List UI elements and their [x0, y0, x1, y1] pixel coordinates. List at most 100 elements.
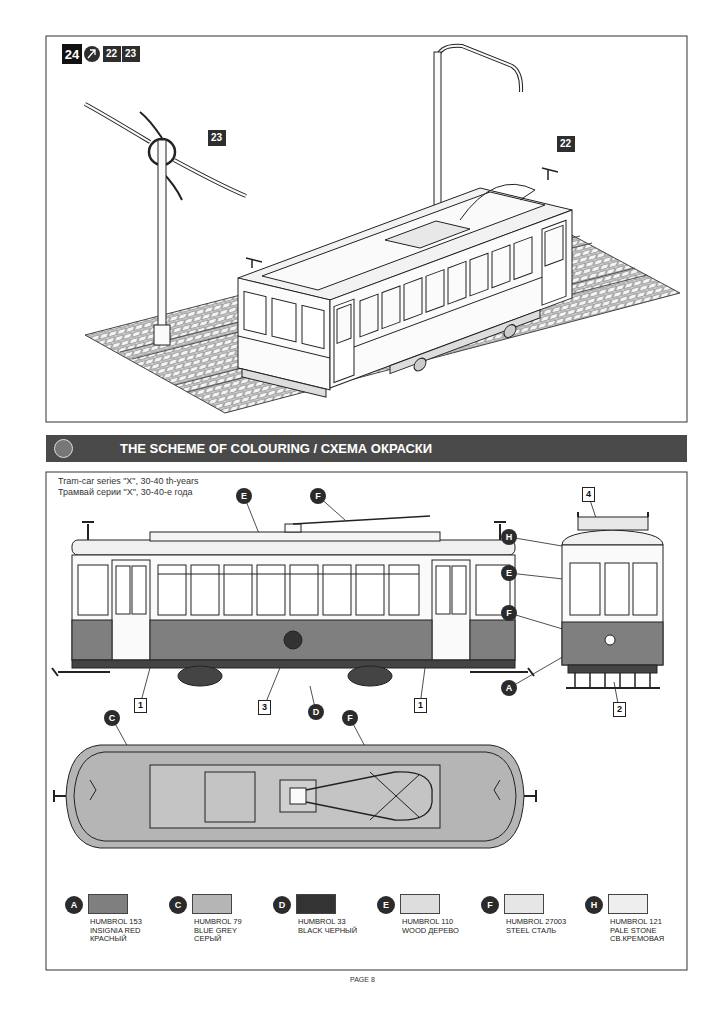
tram-top-view	[90, 780, 500, 800]
colour-callout: A	[501, 680, 517, 696]
note-label: Tram-car series "X", 30-40 th-years	[58, 477, 199, 487]
callout-text: A	[506, 684, 513, 693]
tram-3d	[244, 291, 266, 334]
callout-text: D	[279, 901, 286, 910]
colour-swatch	[504, 894, 544, 914]
tram-side-view	[284, 631, 302, 649]
tram-side-view	[191, 565, 219, 615]
tram-side-view	[389, 565, 419, 615]
callout-text: E	[383, 901, 389, 910]
tram-side-view	[158, 565, 419, 615]
decal-number: 1	[414, 698, 427, 713]
tram-3d	[448, 261, 466, 304]
legend-text: HUMBROL 110 WOOD ДЕРЕВО	[402, 918, 466, 935]
callout-text: 3	[262, 703, 267, 712]
colour-callout: D	[308, 704, 324, 720]
tram-3d	[334, 299, 354, 382]
tram-side-view	[348, 666, 392, 686]
callout-text: 1	[418, 701, 423, 710]
callout-text: D	[313, 708, 320, 717]
tram-side-view	[452, 566, 466, 614]
decal-number: 2	[613, 702, 626, 717]
tram-front-view	[562, 545, 663, 665]
tram-side-view	[52, 668, 534, 676]
tram-top-view	[74, 752, 516, 841]
tram-top-view	[66, 745, 524, 848]
tram-3d	[330, 210, 572, 388]
colour-callout: C	[169, 896, 187, 914]
tram-3d	[330, 210, 572, 404]
callout-text: 1	[138, 701, 143, 710]
colour-callout: C	[104, 710, 120, 726]
callout-text: 22	[106, 49, 117, 59]
colour-callout: F	[501, 605, 517, 621]
tram-3d	[242, 369, 326, 397]
tram-side-view	[436, 566, 450, 614]
tram-3d	[514, 237, 532, 280]
colour-callout: F	[310, 488, 326, 504]
callout-text: 2	[617, 705, 622, 714]
tram-front-view	[578, 517, 648, 530]
tram-top-view	[54, 790, 536, 802]
tram-3d	[404, 278, 422, 321]
tram-side-view	[150, 620, 432, 660]
callout-text: 22	[560, 139, 571, 149]
tram-front-view	[605, 635, 615, 645]
tram-3d	[337, 304, 351, 343]
legend-text: HUMBROL 153 INSIGNIA RED КРАСНЫЙ	[90, 918, 154, 944]
tram-side-view	[158, 565, 186, 615]
tram-top-view	[54, 745, 536, 848]
tram-side-view	[78, 565, 108, 615]
header-icon	[88, 50, 95, 58]
legend-text: HUMBROL 79 BLUE GREY СЕРЫЙ	[194, 918, 258, 944]
tram-side-view	[132, 566, 146, 614]
callout-text: F	[315, 492, 321, 501]
tram-front-view	[578, 512, 648, 517]
tram-front-view	[633, 563, 657, 615]
right-pole	[437, 46, 521, 92]
note-label: Трамвай серии "Х", 30-40-е года	[58, 488, 193, 498]
frames	[46, 36, 687, 970]
tram-side-view	[72, 540, 515, 555]
callout-text: C	[109, 714, 116, 723]
tram-side-view	[285, 524, 301, 532]
colour-swatch	[400, 894, 440, 914]
colour-callout: D	[273, 896, 291, 914]
callout-text: 4	[586, 490, 591, 499]
left-pole	[85, 104, 246, 345]
note-label: PAGE 8	[350, 976, 375, 984]
leader-lines	[509, 537, 562, 546]
tram-side-view	[72, 660, 515, 668]
tram-3d	[272, 298, 296, 342]
tram-front-view	[575, 673, 650, 688]
legend-text: HUMBROL 121 PALE STONE СВ.КРЕМОВАЯ	[610, 918, 674, 944]
tram-side-view	[158, 574, 419, 575]
tram-side-view	[224, 565, 252, 615]
frames	[46, 472, 687, 970]
right-pole	[437, 46, 521, 92]
callout-text: C	[175, 901, 182, 910]
tram-3d	[382, 286, 400, 329]
part-number: 23	[208, 130, 226, 146]
tram-3d	[360, 294, 378, 337]
tram-side-view	[52, 516, 534, 686]
callout-text: A	[71, 901, 78, 910]
tram-side-view	[150, 532, 440, 541]
callout-text: H	[591, 901, 598, 910]
tram-top-view	[205, 772, 255, 822]
colour-callout: E	[377, 896, 395, 914]
tram-top-view	[370, 772, 420, 820]
part-number: 22	[557, 136, 575, 152]
header-icon	[84, 46, 100, 62]
colour-swatch	[296, 894, 336, 914]
part-number: 23	[122, 46, 140, 62]
colour-callout: E	[236, 488, 252, 504]
tram-3d	[492, 245, 510, 288]
tram-side-view	[72, 620, 112, 660]
tram-front-view	[566, 687, 660, 689]
colour-callout: F	[481, 896, 499, 914]
colour-callout: F	[342, 710, 358, 726]
tram-3d	[414, 356, 426, 372]
